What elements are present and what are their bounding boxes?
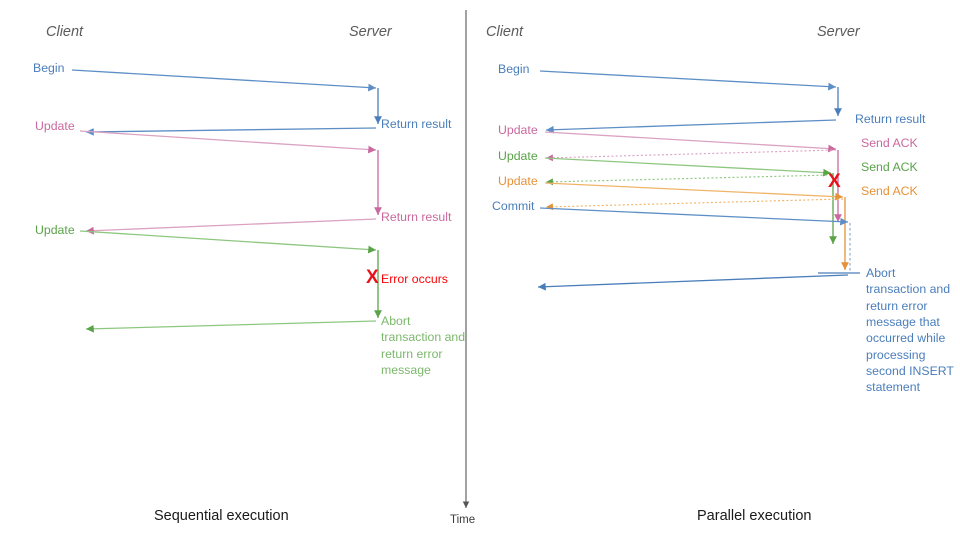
arrow-commit [539,207,849,226]
right-panel-arrows [537,70,860,291]
right-msg-abort: Abort transaction and return error messa… [866,266,954,395]
arrow-update-2 [79,230,377,254]
right-msg-update-2: Update [498,149,538,163]
left-lane-label-server: Server [349,24,392,40]
left-panel-caption: Sequential execution [154,508,289,524]
left-lane-label-client: Client [46,24,84,40]
arrow-abort-return [85,320,377,333]
arrow-begin [539,70,837,91]
left-msg-error-occurs: Error occurs [381,272,448,286]
left-msg-update-1: Update [35,119,75,133]
left-panel-arrows [71,69,382,333]
right-msg-update-3: Update [498,174,538,188]
right-lane-label-server: Server [817,24,860,40]
right-msg-return-result: Return result [855,112,926,126]
arrow-begin [71,69,377,92]
arrow-send-ack-2 [545,174,832,186]
arrow-return-result [545,119,837,134]
right-msg-commit: Commit [492,199,535,213]
arrow-send-ack-1 [545,149,837,162]
arrow-return-result-2 [85,218,377,235]
left-msg-update-2: Update [35,223,75,237]
right-lane-label-client: Client [486,24,524,40]
right-error-x-icon: X [828,171,841,192]
right-msg-update-1: Update [498,123,538,137]
right-panel-caption: Parallel execution [697,508,812,524]
right-msg-begin: Begin [498,62,530,76]
arrow-update-2 [544,157,832,177]
arrow-update-1 [79,130,377,154]
left-msg-abort: Abort transaction and return error messa… [381,314,466,378]
left-msg-return-result-1: Return result [381,117,452,131]
left-error-x-icon: X [366,267,379,288]
left-msg-begin: Begin [33,61,65,75]
arrow-abort-return [537,274,849,291]
arrow-send-ack-3 [545,198,844,211]
arrow-update-3 [544,182,844,201]
right-msg-send-ack-1: Send ACK [861,136,918,150]
arrow-return-result-1 [85,127,377,136]
right-msg-send-ack-3: Send ACK [861,184,918,198]
arrow-update-1 [544,131,837,153]
right-msg-send-ack-2: Send ACK [861,160,918,174]
time-axis-label: Time [450,514,476,526]
left-msg-return-result-2: Return result [381,210,452,224]
